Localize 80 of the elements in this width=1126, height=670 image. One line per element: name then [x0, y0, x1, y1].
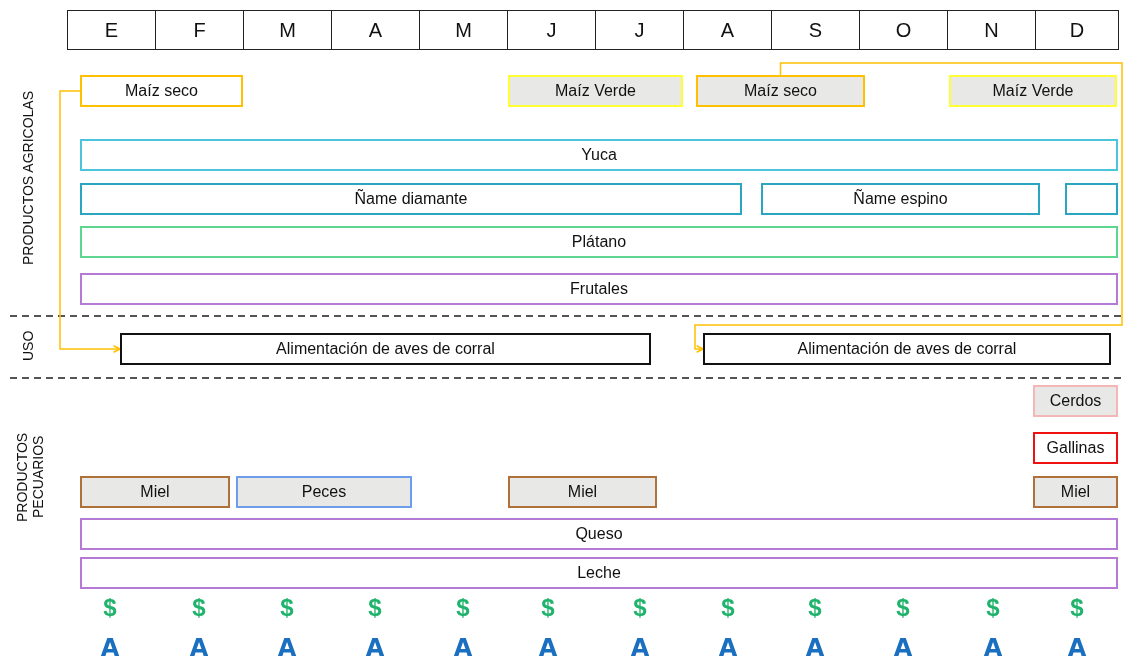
letter-symbol: A [1067, 634, 1087, 662]
letter-symbol: A [630, 634, 650, 662]
dollar-symbol: $ [541, 594, 555, 622]
month-cell: J [595, 10, 684, 50]
dollar-symbol: $ [721, 594, 735, 622]
bar-label: Ñame diamante [354, 190, 468, 208]
activity-bar [1033, 476, 1118, 508]
bar-label: Cerdos [1049, 392, 1102, 410]
dollar-symbol: $ [986, 594, 1000, 622]
month-cell: J [507, 10, 596, 50]
letter-symbol: A [805, 634, 825, 662]
bar-label: Maíz seco [744, 82, 817, 100]
letter-symbol: A [453, 634, 473, 662]
activity-bar [761, 183, 1040, 215]
bar-label: Frutales [570, 280, 628, 298]
activity-bar [1065, 183, 1118, 215]
dollar-symbol: $ [633, 594, 647, 622]
bar-label: Plátano [571, 233, 627, 251]
month-cell: N [947, 10, 1036, 50]
letter-symbol: A [718, 634, 738, 662]
bar-label: Alimentación de aves de corral [276, 340, 495, 358]
activity-bar [696, 75, 865, 107]
month-cell: M [419, 10, 508, 50]
activity-bar [80, 139, 1118, 171]
dollar-symbol: $ [103, 594, 117, 622]
bar-label: Yuca [581, 146, 617, 164]
bar-label: Miel [140, 483, 170, 501]
dollar-symbol: $ [192, 594, 206, 622]
letter-symbol: A [983, 634, 1003, 662]
dollar-symbol: $ [808, 594, 822, 622]
activity-bar [1033, 385, 1118, 417]
bar-label: Miel [567, 483, 598, 501]
activity-bar [80, 476, 230, 508]
bar-label: Peces [301, 483, 347, 501]
bar-label: Queso [575, 525, 623, 543]
letter-symbol: A [277, 634, 297, 662]
bar-label: Leche [577, 564, 621, 582]
month-cell: A [331, 10, 420, 50]
arrow [694, 62, 1123, 353]
section-label: USO [20, 329, 36, 364]
bar-label: Gallinas [1046, 439, 1105, 457]
activity-bar [80, 75, 243, 107]
month-cell: E [67, 10, 156, 50]
activity-bar [80, 557, 1118, 589]
bar-label: Maíz seco [125, 82, 198, 100]
activity-bar [80, 518, 1118, 550]
month-cell: S [771, 10, 860, 50]
month-cell: D [1035, 10, 1119, 50]
section-label: PRODUCTOS PECUARIOS [14, 432, 47, 522]
activity-bar [80, 226, 1118, 258]
dollar-symbol: $ [1070, 594, 1084, 622]
activity-bar [508, 75, 683, 107]
letter-symbol: A [893, 634, 913, 662]
activity-bar [120, 333, 651, 365]
letter-symbol: A [189, 634, 209, 662]
bar-label: Alimentación de aves de corral [797, 340, 1017, 358]
activity-bar [80, 183, 742, 215]
month-cell: F [155, 10, 244, 50]
letter-symbol: A [538, 634, 558, 662]
bar-label: Ñame espino [853, 190, 948, 208]
activity-bar [1033, 432, 1118, 464]
month-cell: A [683, 10, 772, 50]
dollar-symbol: $ [280, 594, 294, 622]
activity-bar [236, 476, 412, 508]
bar-label: Miel [1060, 483, 1091, 501]
letter-symbol: A [365, 634, 385, 662]
month-cell: O [859, 10, 948, 50]
activity-bar [80, 273, 1118, 305]
arrow [59, 90, 121, 353]
bar-label: Maíz Verde [555, 82, 636, 100]
letter-symbol: A [100, 634, 120, 662]
dollar-symbol: $ [368, 594, 382, 622]
section-label: PRODUCTOS AGRICOLAS [20, 90, 36, 267]
activity-bar [949, 75, 1117, 107]
bar-label: Maíz Verde [992, 82, 1074, 100]
dollar-symbol: $ [456, 594, 470, 622]
activity-bar [703, 333, 1111, 365]
month-cell: M [243, 10, 332, 50]
activity-bar [508, 476, 657, 508]
dollar-symbol: $ [896, 594, 910, 622]
